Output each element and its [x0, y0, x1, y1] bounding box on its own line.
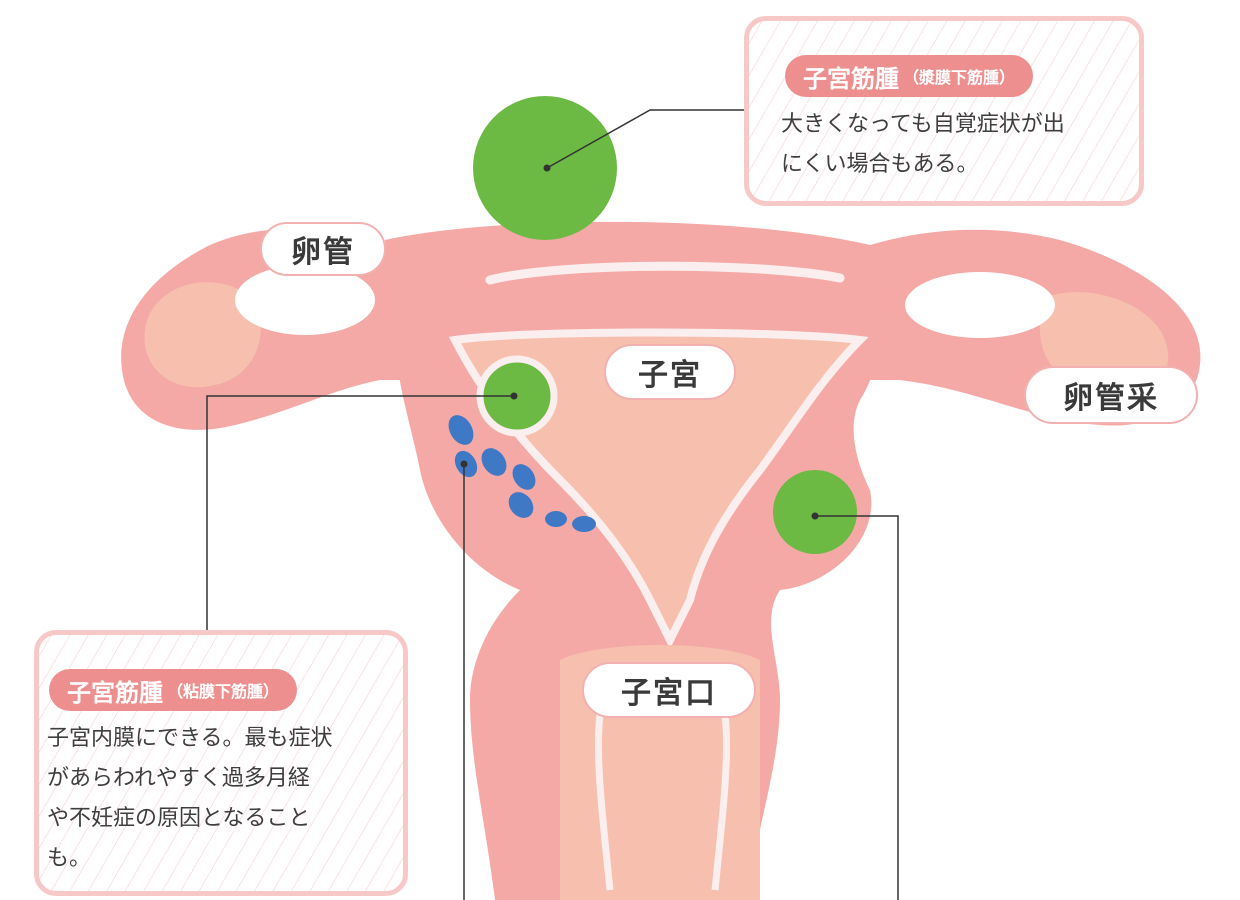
- label-uterus: 子宮: [604, 344, 736, 400]
- callout-submucosal-line: 子宮内膜にできる。最も症状: [47, 719, 333, 759]
- callout-subserosal-line: にくい場合もある。: [781, 145, 1065, 185]
- callout-submucosal-tag: 子宮筋腫（粘膜下筋腫）: [49, 669, 297, 711]
- callout-submucosal-line: や不妊症の原因となること: [47, 799, 333, 839]
- right-tube-hole: [905, 272, 1055, 338]
- callout-subserosal-title: 子宮筋腫: [803, 59, 899, 94]
- callout-submucosal-title: 子宮筋腫: [67, 673, 163, 708]
- callout-subserosal-subtitle: （漿膜下筋腫）: [903, 64, 1015, 88]
- callout-submucosal-desc: 子宮内膜にできる。最も症状 があらわれやすく過多月経 や不妊症の原因となること …: [47, 719, 333, 879]
- label-fallopian-tube: 卵管: [260, 222, 386, 276]
- callout-submucosal: 子宮筋腫（粘膜下筋腫） 子宮内膜にできる。最も症状 があらわれやすく過多月経 や…: [34, 630, 408, 896]
- callout-submucosal-line: も。: [47, 839, 333, 879]
- callout-subserosal-desc: 大きくなっても自覚症状が出 にくい場合もある。: [781, 105, 1065, 185]
- callout-submucosal-line: があらわれやすく過多月経: [47, 759, 333, 799]
- callout-submucosal-subtitle: （粘膜下筋腫）: [167, 678, 279, 702]
- callout-subserosal: 子宮筋腫（漿膜下筋腫） 大きくなっても自覚症状が出 にくい場合もある。: [744, 16, 1144, 206]
- callout-subserosal-line: 大きくなっても自覚症状が出: [781, 105, 1065, 145]
- intramural-fibroid: [773, 470, 857, 554]
- label-fimbriae: 卵管采: [1024, 366, 1198, 424]
- callout-subserosal-tag: 子宮筋腫（漿膜下筋腫）: [785, 55, 1033, 97]
- label-cervical-os: 子宮口: [582, 662, 756, 718]
